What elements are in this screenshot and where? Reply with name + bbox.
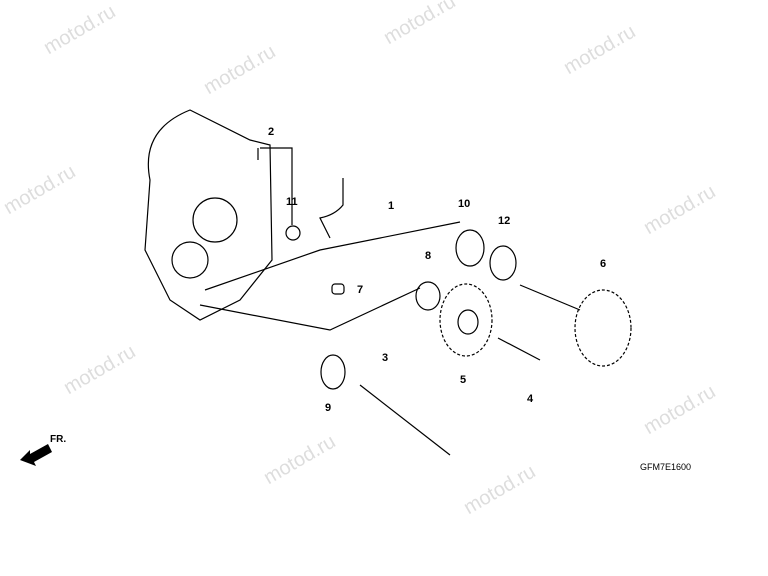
callout-7: 7 <box>357 284 364 296</box>
callout-5: 5 <box>460 374 467 386</box>
callout-1: 1 <box>388 200 395 212</box>
callout-12: 12 <box>498 215 511 227</box>
callout-10: 10 <box>458 198 471 210</box>
callout-3: 3 <box>382 352 389 364</box>
callout-6: 6 <box>600 258 607 270</box>
callout-4: 4 <box>527 393 534 405</box>
callout-11: 11 <box>286 196 298 208</box>
callout-8: 8 <box>425 250 432 262</box>
callout-9: 9 <box>325 402 332 414</box>
direction-label: FR. <box>50 434 67 445</box>
diagram-code: GFM7E1600 <box>640 462 692 472</box>
front-direction-arrow-icon <box>20 444 52 466</box>
callout-2: 2 <box>268 126 275 138</box>
